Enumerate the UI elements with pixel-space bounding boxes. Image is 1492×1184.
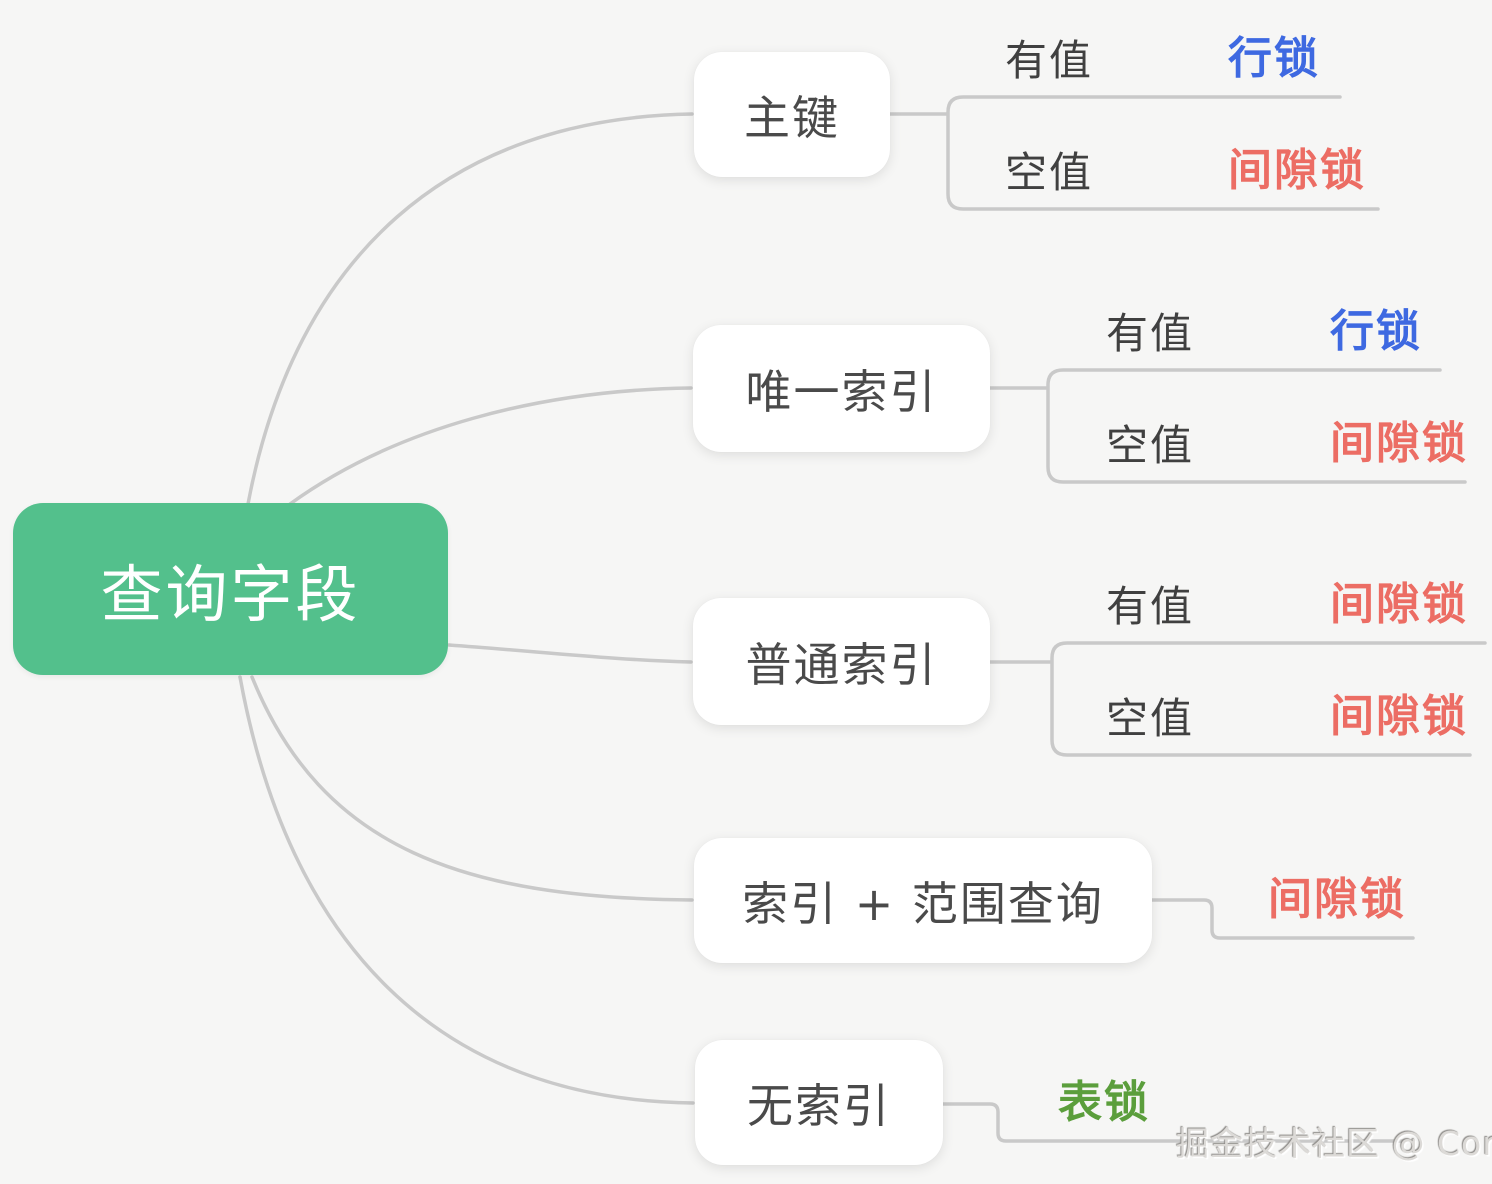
watermark: 掘金技术社区 @ Corbing (1176, 1124, 1492, 1163)
node-unique-index[interactable]: 唯一索引 (693, 325, 990, 452)
node-label: 主键 (744, 90, 840, 145)
child-label-null-value[interactable]: 空值 (1106, 694, 1195, 743)
curve-root-to-normal-index (447, 643, 693, 664)
lock-value-row-lock[interactable]: 行锁 (1228, 33, 1320, 84)
node-normal-index[interactable]: 普通索引 (693, 598, 990, 725)
lock-value-gap-lock[interactable]: 间隙锁 (1330, 418, 1468, 469)
child-label-null-value[interactable]: 空值 (1005, 148, 1094, 197)
bracket-unique-index-children (1046, 368, 1467, 484)
curve-root-to-range-query (250, 675, 694, 902)
bracket-normal-index-children (1050, 641, 1487, 757)
root-node[interactable]: 查询字段 (13, 503, 448, 675)
lock-value-row-lock[interactable]: 行锁 (1330, 306, 1422, 357)
step-no-index-child (941, 1102, 1414, 1143)
lock-value-gap-lock[interactable]: 间隙锁 (1330, 579, 1468, 630)
child-label-has-value[interactable]: 有值 (1005, 36, 1094, 85)
bracket-primary-key-children (946, 95, 1380, 211)
child-label-null-value[interactable]: 空值 (1106, 421, 1195, 470)
step-range-query-child (1150, 898, 1415, 940)
node-label: 索引 + 范围查询 (742, 876, 1104, 931)
lock-value-gap-lock[interactable]: 间隙锁 (1228, 145, 1366, 196)
lock-value-gap-lock[interactable]: 间隙锁 (1330, 691, 1468, 742)
node-label: 普通索引 (745, 637, 938, 692)
node-label: 唯一索引 (745, 364, 938, 419)
curve-root-to-no-index (238, 675, 695, 1105)
node-primary-key[interactable]: 主键 (694, 52, 890, 177)
child-label-has-value[interactable]: 有值 (1106, 582, 1195, 631)
root-node-label: 查询字段 (100, 558, 361, 631)
lock-value-gap-lock[interactable]: 间隙锁 (1268, 874, 1406, 925)
node-label: 无索引 (747, 1078, 891, 1133)
child-label-has-value[interactable]: 有值 (1106, 309, 1195, 358)
node-no-index[interactable]: 无索引 (695, 1040, 943, 1165)
lock-value-table-lock[interactable]: 表锁 (1058, 1077, 1150, 1128)
curve-root-to-unique-index (288, 386, 693, 506)
node-index-range-query[interactable]: 索引 + 范围查询 (694, 838, 1152, 963)
curve-root-to-primary-key (246, 112, 694, 506)
